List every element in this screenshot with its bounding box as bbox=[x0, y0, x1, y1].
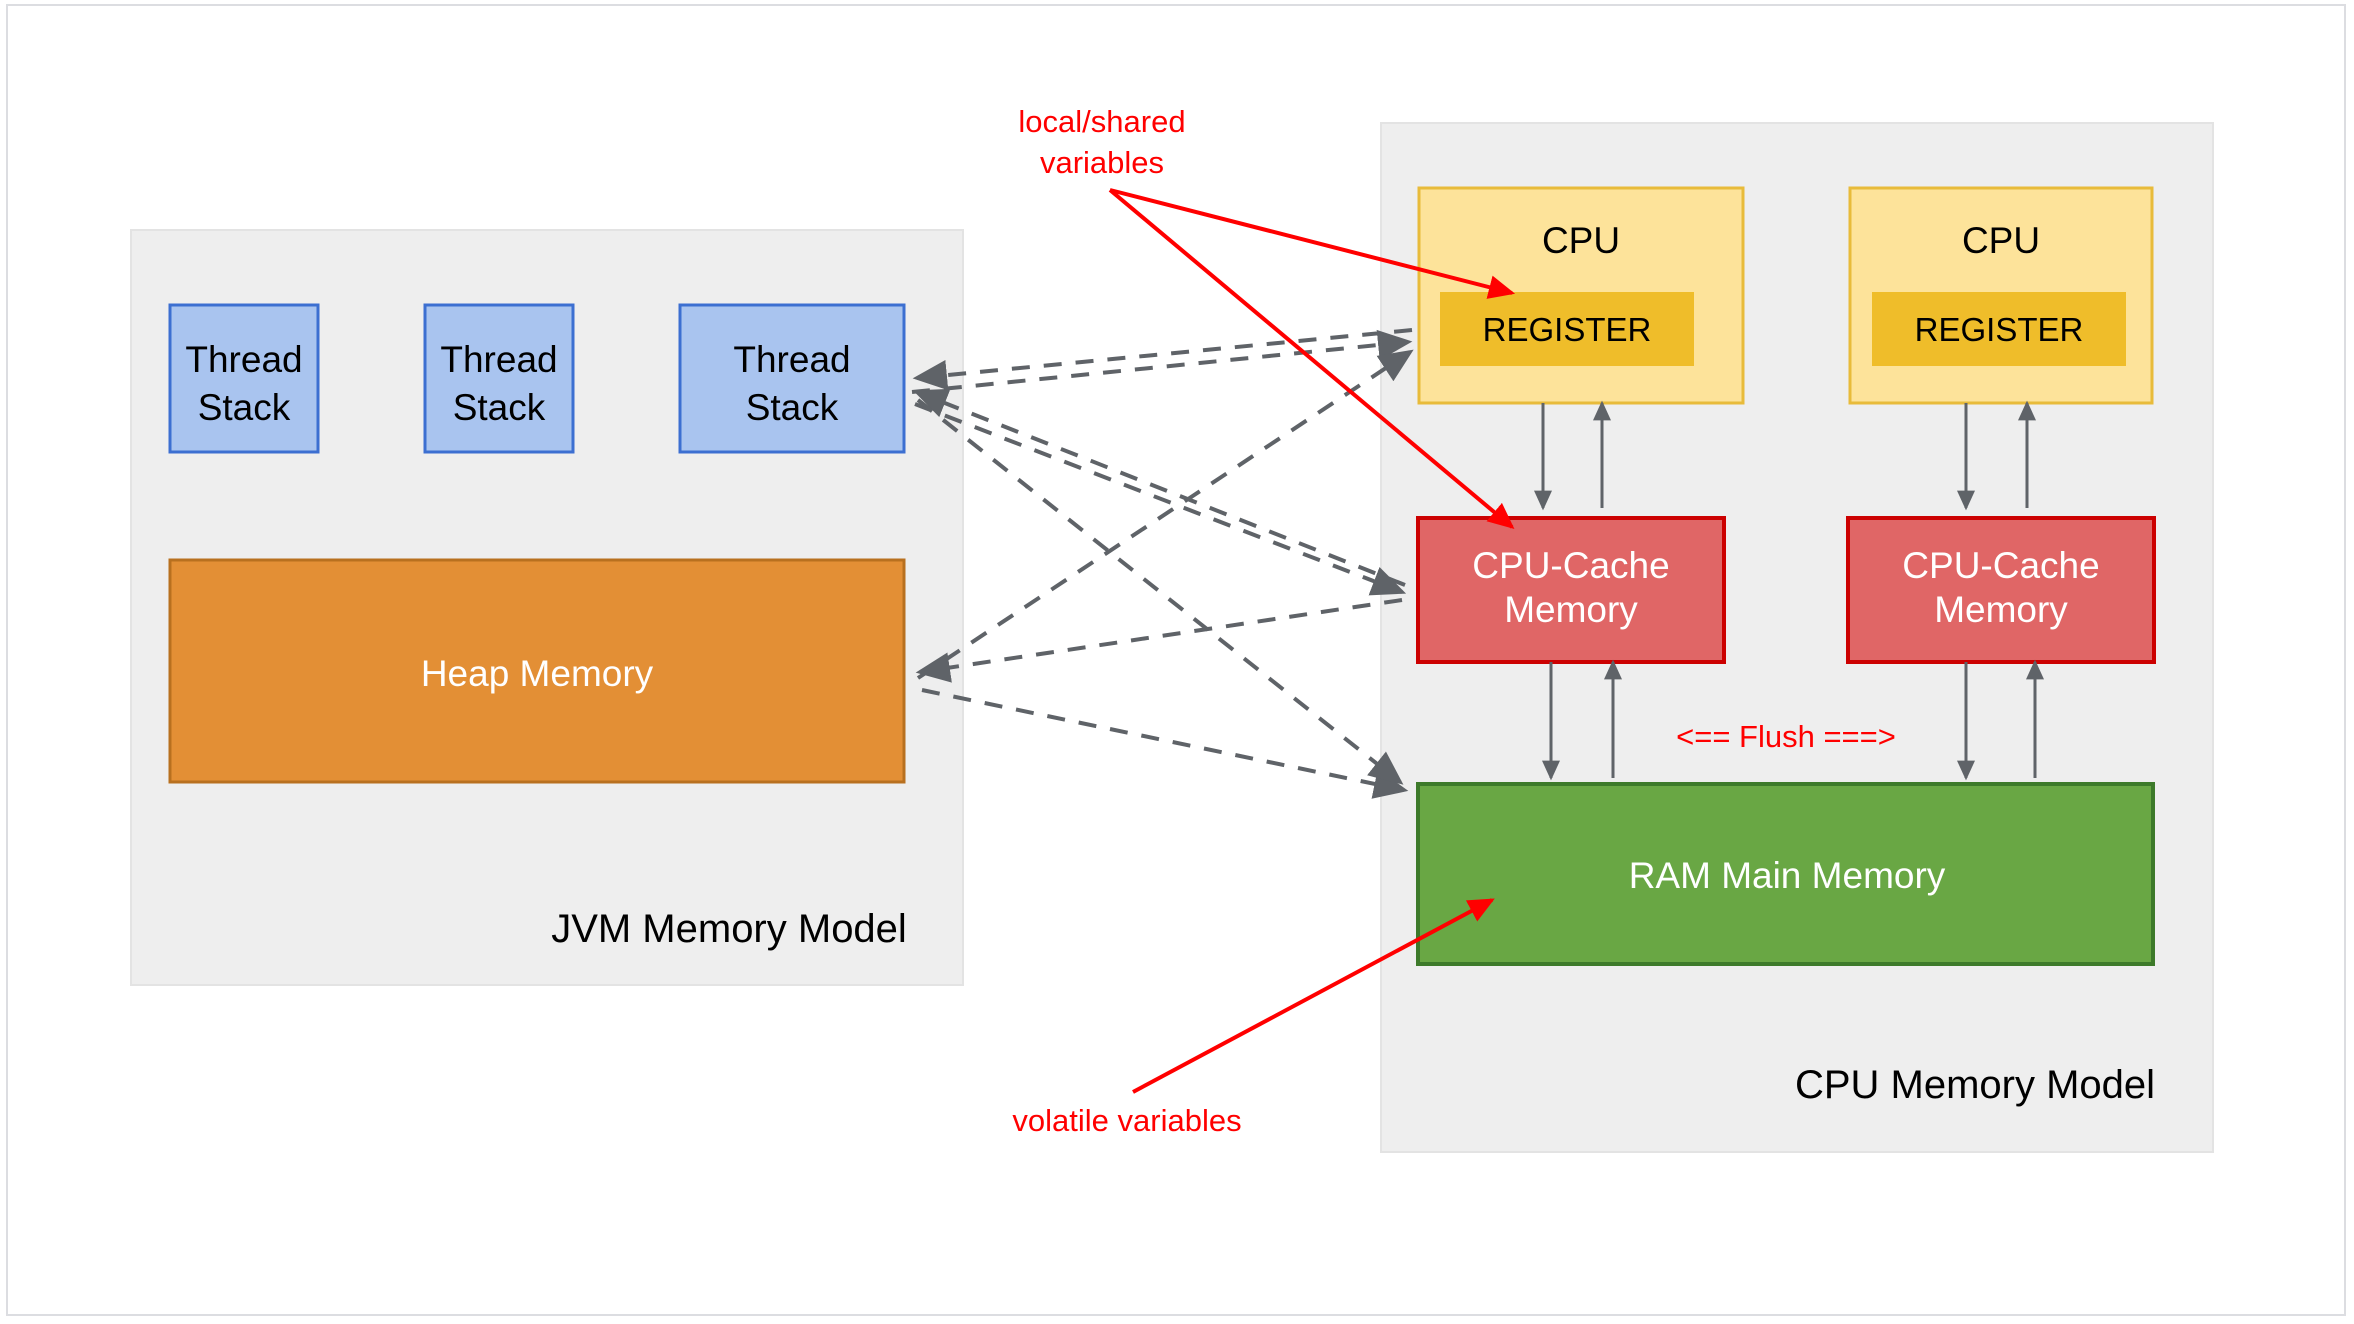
annotation-volatile-variables: volatile variables bbox=[1012, 1103, 1241, 1138]
cpu-label-2: CPU bbox=[1962, 220, 2040, 261]
arrow-local-shared-to-register bbox=[1109, 188, 1516, 299]
arrow-threadstack-to-ram bbox=[916, 398, 1404, 785]
ram-main-memory-box[interactable]: RAM Main Memory bbox=[1416, 782, 2155, 966]
arrow-heap-to-ram bbox=[921, 688, 1409, 799]
ram-main-memory-label: RAM Main Memory bbox=[1629, 855, 1946, 896]
thread-stack-label-2-line1: Thread bbox=[440, 339, 557, 380]
cpu-cache-label-1-line1: CPU-Cache bbox=[1472, 545, 1669, 586]
thread-stack-rect-3 bbox=[678, 303, 906, 454]
red-annotation-arrows bbox=[1108, 188, 1516, 1094]
arrow-cache-to-heap bbox=[915, 598, 1403, 683]
register-label-2: REGISTER bbox=[1915, 311, 2084, 348]
cpu-cache-label-2-line2: Memory bbox=[1934, 589, 2068, 630]
cache-to-ram-arrows bbox=[1542, 659, 2044, 781]
heap-memory-rect bbox=[168, 558, 906, 784]
cpu-label-1: CPU bbox=[1542, 220, 1620, 261]
arrow-volatile-to-ram bbox=[1132, 898, 1495, 1094]
cpu-cache-rect-2 bbox=[1846, 516, 2156, 664]
cpu-memory-model-panel: CPU REGISTER CPU REGISTER CPU-Cache Memo… bbox=[1380, 122, 2214, 1153]
cpu-cache-rect-1 bbox=[1416, 516, 1726, 664]
flush-annotation-label: <== Flush ===> bbox=[1676, 719, 1896, 754]
register-rect-2[interactable] bbox=[1872, 292, 2126, 366]
jvm-cpu-dashed-arrows bbox=[911, 328, 1414, 799]
heap-memory-box[interactable]: Heap Memory bbox=[168, 558, 906, 784]
arrow-heap-to-register bbox=[916, 349, 1414, 680]
jvm-memory-model-panel: Thread Stack Thread Stack Thread Stack H… bbox=[130, 229, 964, 986]
thread-stack-box-3[interactable]: Thread Stack bbox=[678, 303, 906, 454]
cpu-cache-label-2-line1: CPU-Cache bbox=[1902, 545, 2099, 586]
thread-stack-rect-1 bbox=[168, 303, 320, 454]
annotation-local-shared-variables: local/shared variables bbox=[1018, 104, 1185, 180]
thread-stack-label-2-line2: Stack bbox=[453, 387, 546, 428]
arrow-threadstack-to-cache bbox=[914, 402, 1407, 596]
cpu-box-2[interactable]: CPU REGISTER bbox=[1848, 186, 2154, 405]
cpu-box-1[interactable]: CPU REGISTER bbox=[1417, 186, 1745, 405]
cpu-cache-label-1-line2: Memory bbox=[1504, 589, 1638, 630]
cpu-cache-box-2[interactable]: CPU-Cache Memory bbox=[1846, 516, 2156, 664]
cpu-to-cache-arrows bbox=[1534, 400, 2036, 511]
arrow-cache-to-threadstack bbox=[912, 388, 1406, 587]
ram-main-memory-rect bbox=[1416, 782, 2155, 966]
annotation-local-shared-line1: local/shared bbox=[1018, 104, 1185, 139]
arrow-local-shared-to-cache bbox=[1108, 188, 1515, 530]
jvm-panel-title: JVM Memory Model bbox=[551, 907, 907, 951]
thread-stack-box-1[interactable]: Thread Stack bbox=[168, 303, 320, 454]
thread-stack-label-1-line2: Stack bbox=[198, 387, 291, 428]
annotation-local-shared-line2: variables bbox=[1040, 145, 1164, 180]
register-rect-1[interactable] bbox=[1440, 292, 1694, 366]
heap-memory-label: Heap Memory bbox=[421, 653, 654, 694]
thread-stack-label-1-line1: Thread bbox=[185, 339, 302, 380]
thread-stack-label-3-line2: Stack bbox=[746, 387, 839, 428]
cpu-cache-box-1[interactable]: CPU-Cache Memory bbox=[1416, 516, 1726, 664]
thread-stack-label-3-line1: Thread bbox=[733, 339, 850, 380]
cpu-panel-title: CPU Memory Model bbox=[1795, 1063, 2155, 1107]
thread-stack-rect-2 bbox=[423, 303, 575, 454]
annotation-volatile-line1: volatile variables bbox=[1012, 1103, 1241, 1138]
arrow-threadstack-to-register bbox=[911, 329, 1413, 394]
thread-stack-box-2[interactable]: Thread Stack bbox=[423, 303, 575, 454]
register-label-1: REGISTER bbox=[1483, 311, 1652, 348]
arrow-register-to-threadstack bbox=[912, 328, 1413, 391]
